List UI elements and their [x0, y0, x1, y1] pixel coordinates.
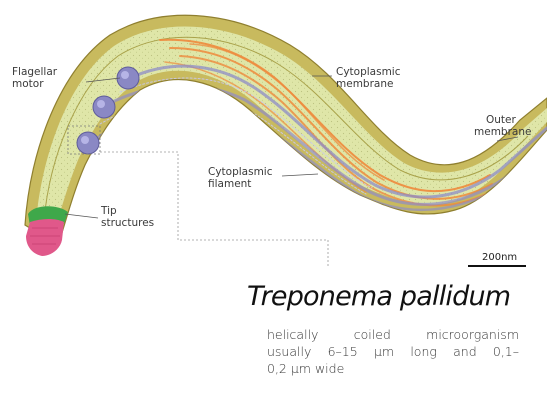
species-title: Treponema pallidum [247, 281, 510, 312]
label-flagellar-motor: Flagellar motor [12, 66, 57, 90]
tip-structures [26, 206, 68, 256]
label-tip-structures: Tip structures [101, 205, 154, 229]
leader-cytoplasmic-filament [282, 174, 318, 176]
label-cytoplasmic-membrane: Cytoplasmic membrane [336, 66, 401, 90]
description-line: usually 6–15 µm long and 0,1– [267, 343, 519, 360]
scale-bar-label: 200nm [482, 252, 517, 263]
leader-tip-structures [65, 214, 98, 218]
description-line: 0,2 µm wide [267, 360, 519, 377]
description-line: helically coiled microorganism [267, 326, 519, 343]
label-outer-membrane: Outer membrane [474, 114, 531, 138]
species-description: helically coiled microorganism usually 6… [267, 326, 519, 377]
label-cytoplasmic-filament: Cytoplasmic filament [208, 166, 273, 190]
